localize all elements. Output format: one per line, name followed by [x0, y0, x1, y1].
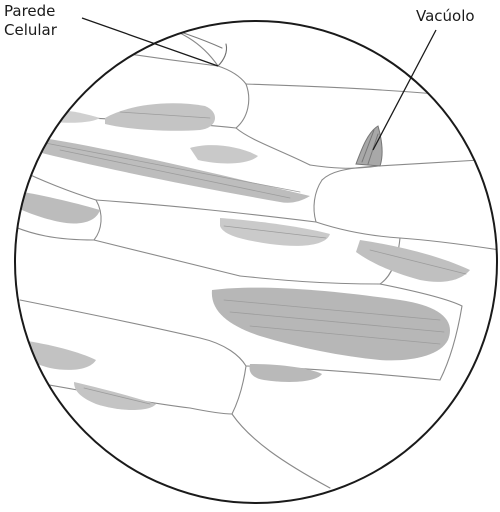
vacuole-label: Vacúolo — [416, 7, 475, 25]
vacuole-shape — [355, 125, 383, 167]
cell-wall-label: Parede Celular — [4, 2, 57, 40]
cell-wall-label-line2: Celular — [4, 21, 57, 39]
cell-field — [15, 21, 497, 489]
cell-wall-leader-line — [81, 17, 219, 67]
pencil-hatching — [39, 111, 467, 405]
vacuole-leader-line — [372, 29, 437, 151]
cytoplasm-shading — [15, 103, 470, 410]
cell-wall-label-line1: Parede — [4, 2, 56, 20]
field-of-view-circle — [14, 20, 498, 504]
